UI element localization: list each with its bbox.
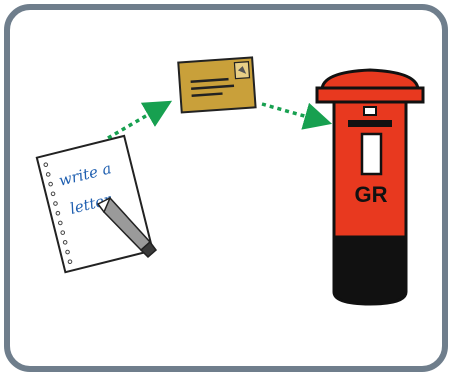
arrow-to-postbox xyxy=(262,104,322,121)
postbox-icon: GR xyxy=(317,70,423,304)
envelope-icon xyxy=(178,57,255,112)
notepad: write a letter xyxy=(37,136,153,272)
postbox-cipher: GR xyxy=(355,182,388,207)
arrow-to-envelope xyxy=(108,106,163,138)
